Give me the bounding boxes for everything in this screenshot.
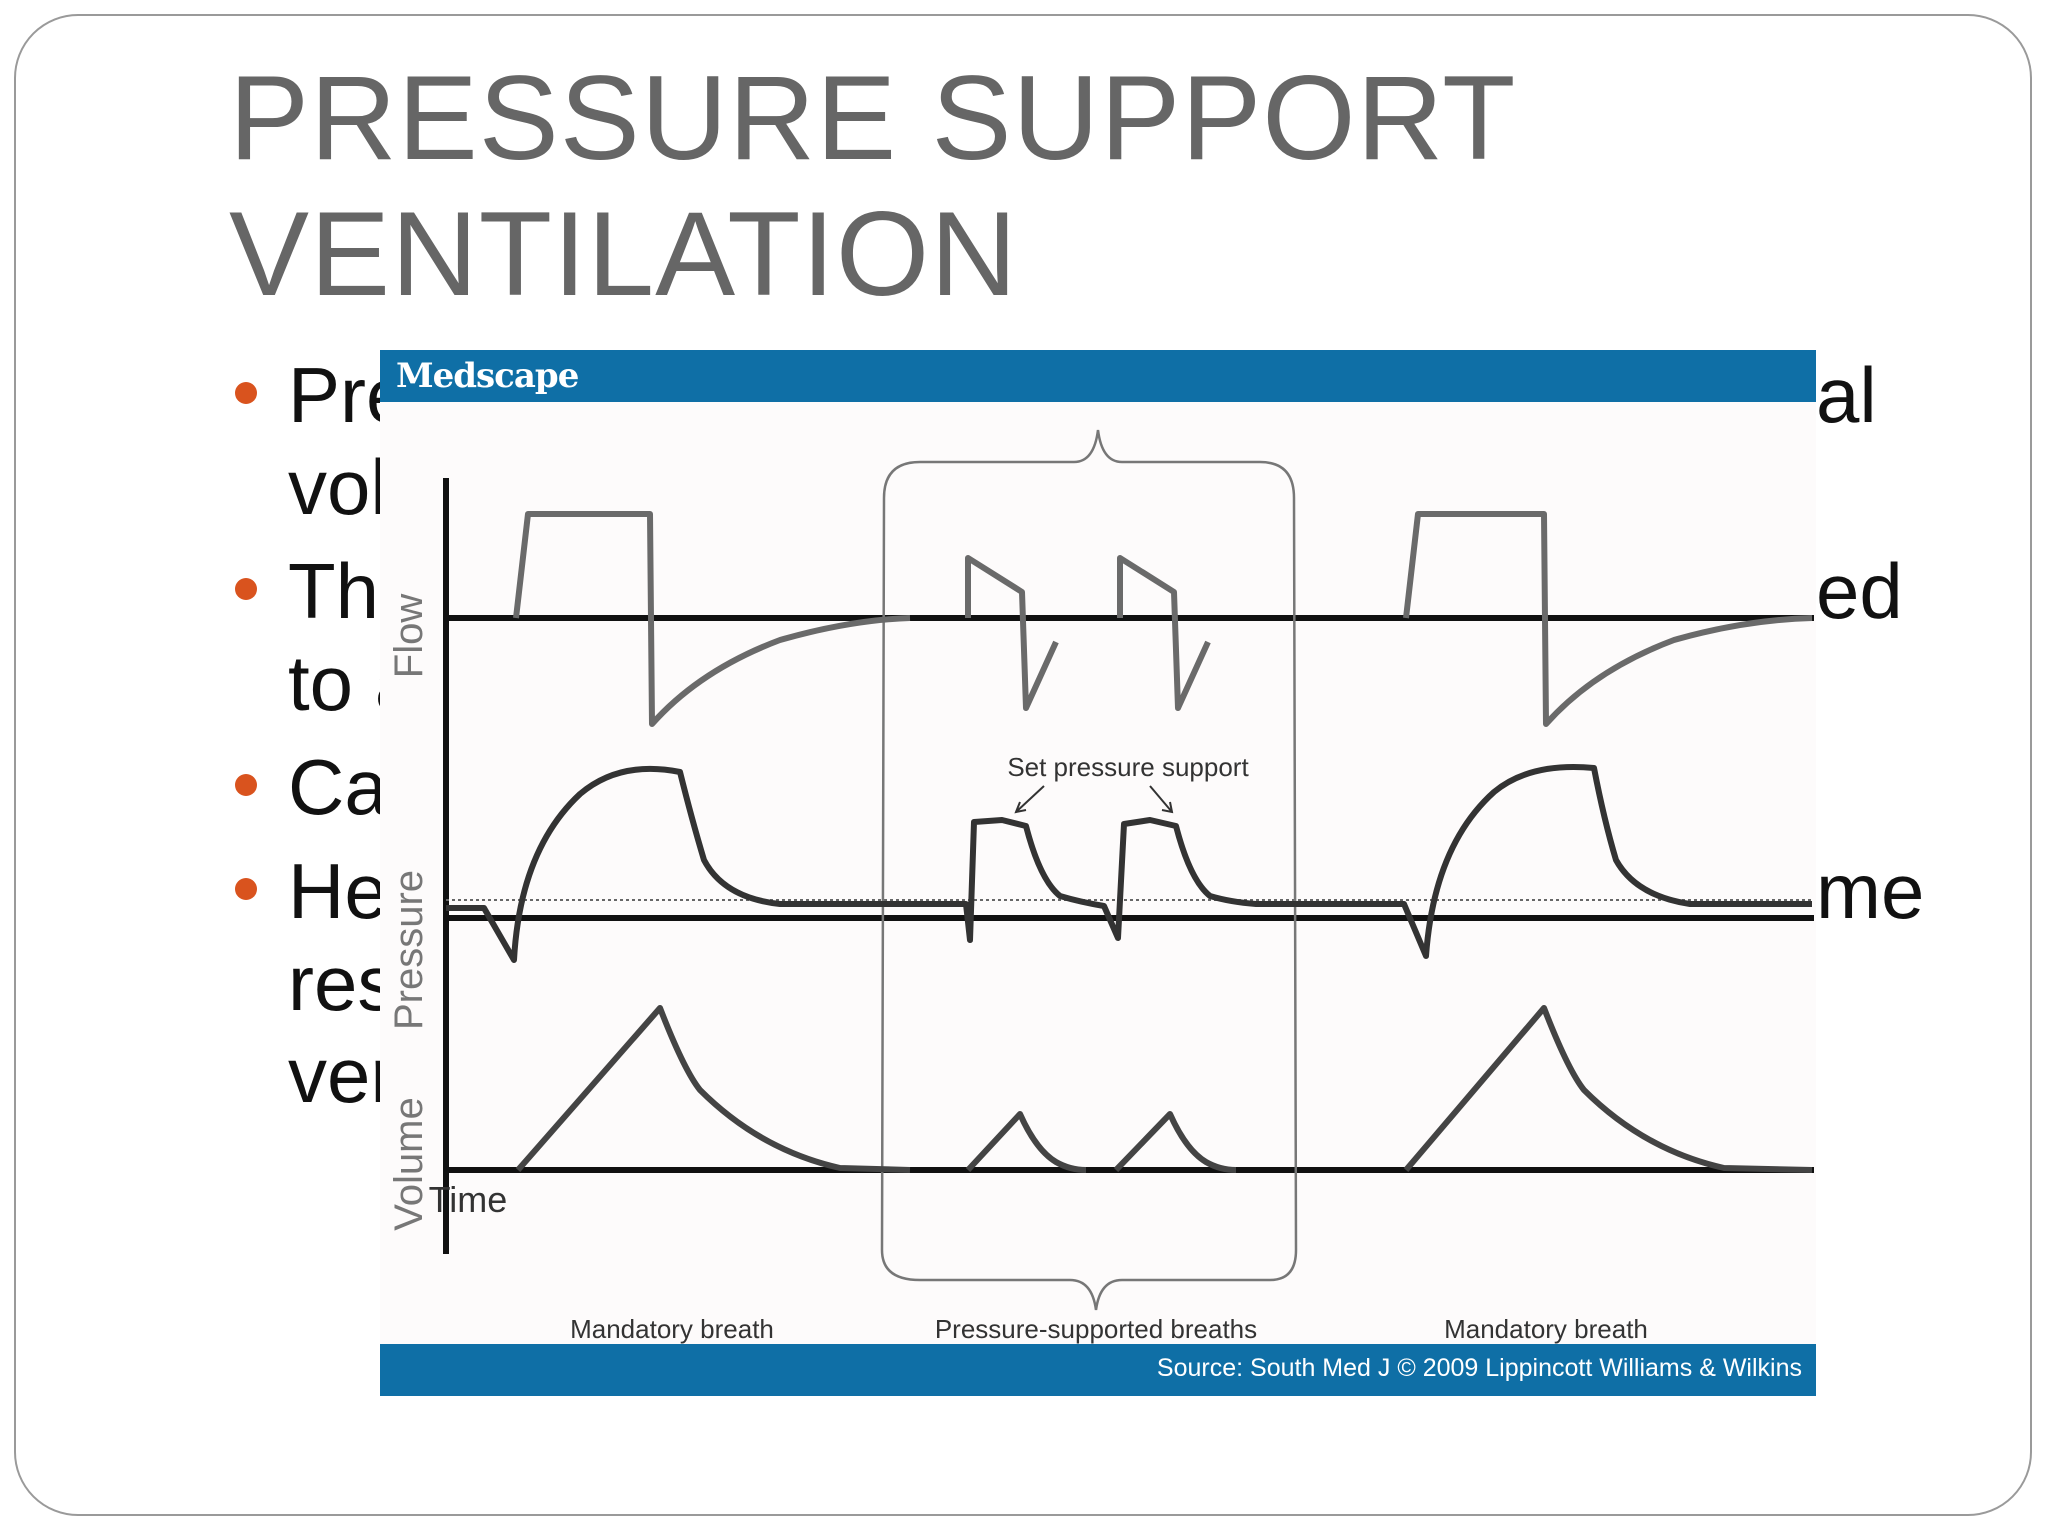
title-line-1: PRESSURE SUPPORT <box>229 51 1517 185</box>
segment-label-pressure-supported: Pressure-supported breaths <box>935 1314 1257 1344</box>
title-line-2: VENTILATION <box>229 187 1018 321</box>
figure-source-credit: Source: South Med J © 2009 Lippincott Wi… <box>1156 1354 1802 1382</box>
bullet-dot <box>235 578 257 600</box>
segment-label-mandatory-2: Mandatory breath <box>1444 1314 1648 1344</box>
axis-label-flow: Flow <box>387 594 431 679</box>
bullet-dot <box>235 382 257 404</box>
slide-title: PRESSURE SUPPORT VENTILATION <box>229 50 1516 322</box>
medscape-logo: Medscape <box>396 356 579 396</box>
bullet-dot <box>235 878 257 900</box>
figure-bottom-banner: Source: South Med J © 2009 Lippincott Wi… <box>380 1344 1816 1396</box>
flow-waveform-supported-1 <box>965 555 1059 711</box>
flow-waveform-mandatory-1 <box>513 511 911 727</box>
bullet-1-line-1-right: al <box>1816 351 1877 439</box>
bullet-4-line-2-left: res <box>288 939 397 1027</box>
slide: PRESSURE SUPPORT VENTILATION Pre al vol … <box>14 14 2032 1516</box>
bullet-4-line-1-left: He <box>288 847 388 935</box>
annotation-arrowhead-2 <box>1161 801 1174 814</box>
volume-waveform-mandatory-1 <box>515 1005 911 1173</box>
annotation-arrow-1 <box>1015 785 1045 813</box>
bullet-list: Pre al vol The ed to a Ca He me res ver <box>16 16 2030 1514</box>
volume-waveform-supported-1 <box>965 1111 1087 1173</box>
annotation-set-pressure-support: Set pressure support <box>1007 752 1249 782</box>
bullet-3-line-1-left: Ca <box>288 743 388 831</box>
bullet-4-line-3-left: ver <box>288 1031 397 1119</box>
volume-waveform-mandatory-2 <box>1403 1005 1813 1173</box>
bullet-2-line-1-right: ed <box>1816 547 1903 635</box>
bullet-4-line-1-right: me <box>1816 847 1925 935</box>
axis-label-volume: Volume <box>387 1097 431 1230</box>
flow-waveform-supported-2 <box>1117 555 1211 711</box>
pressure-waveform-mandatory-1 <box>446 764 1812 963</box>
waveform-diagram: Set pressure support Flow Pressure Volum… <box>387 429 1814 1344</box>
flow-waveform-mandatory-2 <box>1403 511 1813 727</box>
axis-label-time: Time <box>429 1179 508 1220</box>
figure-top-banner: Medscape <box>380 350 1816 402</box>
volume-waveform-supported-2 <box>1113 1111 1237 1173</box>
annotation-arrow-2 <box>1149 785 1173 813</box>
bullet-dot <box>235 774 257 796</box>
axis-label-pressure: Pressure <box>387 870 431 1030</box>
ventilation-waveform-figure: Set pressure support Flow Pressure Volum… <box>380 350 1816 1396</box>
pressure-supported-bracket <box>880 429 1298 1311</box>
bullet-1-line-2-left: vol <box>288 443 388 531</box>
segment-label-mandatory-1: Mandatory breath <box>570 1314 774 1344</box>
annotation-arrowhead-1 <box>1014 801 1027 814</box>
